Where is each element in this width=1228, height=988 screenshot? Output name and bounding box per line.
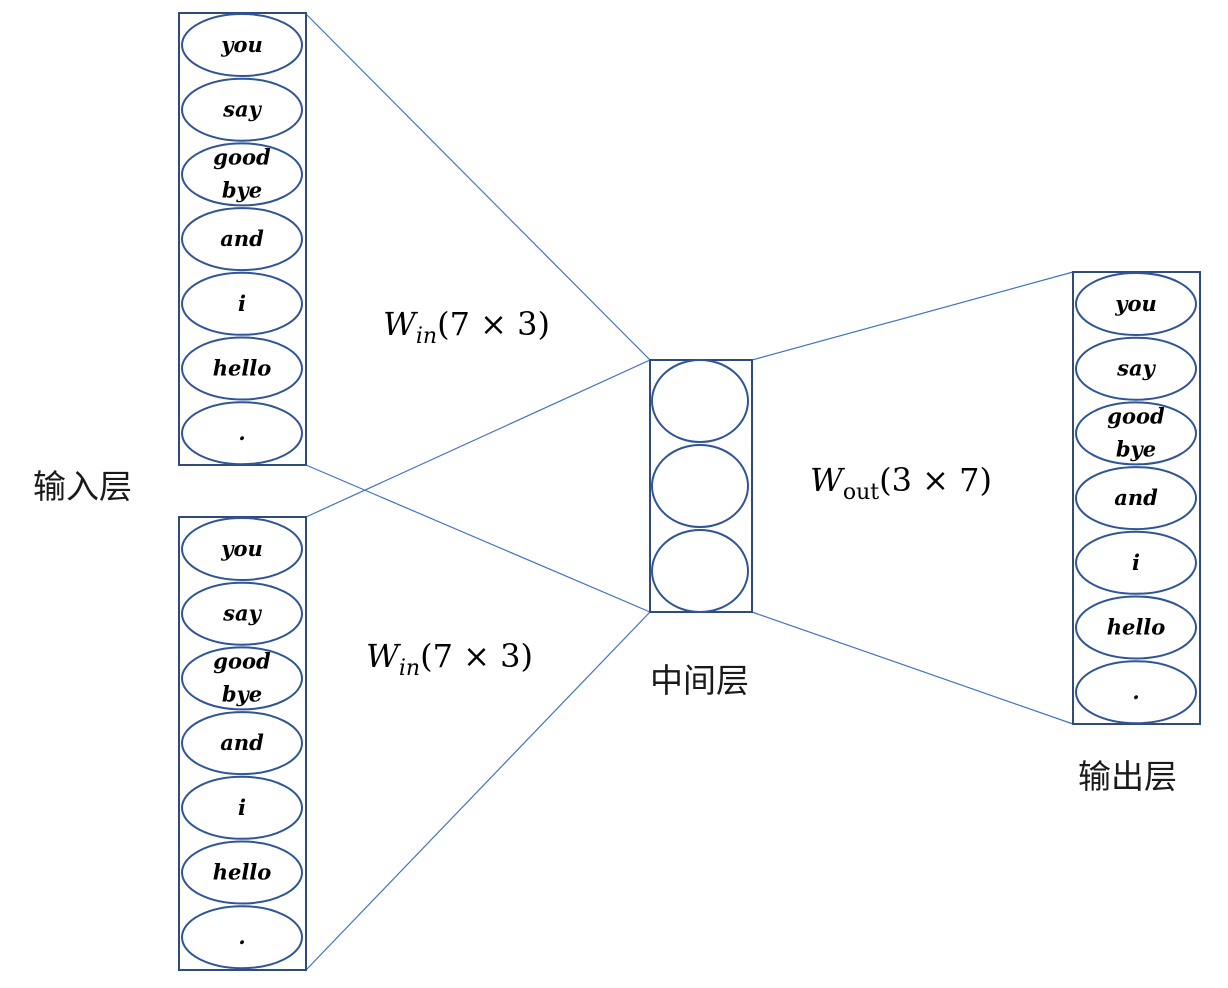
output-node-label: hello <box>1107 615 1166 640</box>
input-top-node-label: hello <box>213 356 272 381</box>
input-top-node <box>181 401 303 466</box>
input-bottom-node <box>181 646 303 711</box>
connector-bottom-input-to-hidden-bottom <box>305 611 651 971</box>
input-top-node <box>181 271 303 336</box>
output-node-label: you <box>1114 291 1156 316</box>
output-node <box>1075 530 1197 595</box>
input-top-node <box>181 13 303 77</box>
connector-hidden-to-output-bottom <box>751 611 1074 725</box>
output-layer-label: 输出层 <box>1078 757 1177 796</box>
input-bottom-node <box>181 517 303 581</box>
input-bottom-node-label: and <box>220 730 264 755</box>
output-node-label: i <box>1132 550 1140 575</box>
input-bottom-node-label: say <box>222 601 262 626</box>
hidden-layer-label: 中间层 <box>650 661 749 700</box>
input-bottom-node-label: i <box>238 795 246 820</box>
output-node <box>1075 466 1197 531</box>
output-node <box>1075 401 1197 466</box>
input-bottom-node <box>181 775 303 840</box>
weight-label-w-out: Wout(3 × 7) <box>810 461 992 505</box>
input-top-node-label: . <box>238 420 245 445</box>
output-node <box>1075 595 1197 660</box>
input-bottom-node-label: hello <box>213 860 272 885</box>
hidden-layer-nodes <box>651 359 749 613</box>
connector-top-input-to-hidden-bottom <box>305 464 651 613</box>
input-top-node <box>181 142 303 207</box>
input-top-node-label: you <box>220 32 262 57</box>
connector-top-input-to-hidden-top <box>305 13 651 361</box>
input-top-node <box>181 336 303 401</box>
input-bottom-node <box>181 581 303 646</box>
input-bottom-node <box>181 711 303 776</box>
input-bottom-node <box>181 905 303 970</box>
input-layer-label: 输入层 <box>33 467 132 506</box>
hidden-node <box>651 529 749 613</box>
hidden-node <box>651 444 749 528</box>
input-top-node <box>181 207 303 272</box>
input-top-node <box>181 77 303 142</box>
output-node-label: say <box>1116 356 1156 381</box>
input-top-node-label: i <box>238 291 246 316</box>
weight-label-w-in-top: Win(7 × 3) <box>383 305 550 349</box>
connector-bottom-input-to-hidden-top <box>305 359 651 518</box>
input-bottom-node <box>181 840 303 905</box>
output-node <box>1075 660 1197 725</box>
input-top-node-label: and <box>220 226 264 251</box>
output-node-label: . <box>1132 679 1139 704</box>
input-bottom-node-label: . <box>238 924 245 949</box>
weight-label-w-in-bottom: Win(7 × 3) <box>366 637 533 681</box>
hidden-node <box>651 359 749 443</box>
output-node <box>1075 336 1197 401</box>
output-node-label: and <box>1114 485 1158 510</box>
input-top-node-label: say <box>222 97 262 122</box>
output-node <box>1075 272 1197 336</box>
input-bottom-node-label: you <box>220 536 262 561</box>
connector-hidden-to-output-top <box>751 271 1074 361</box>
